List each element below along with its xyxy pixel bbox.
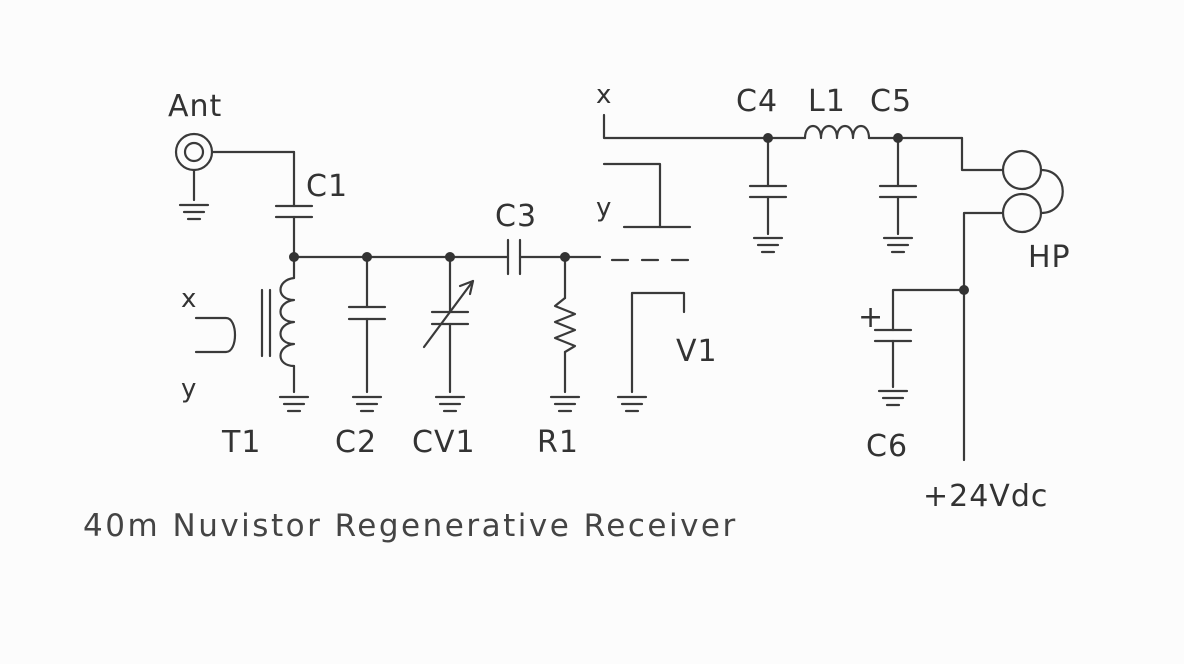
label-r1: R1 [537, 425, 579, 460]
label-l1: L1 [808, 84, 846, 119]
label-t1: T1 [222, 425, 262, 460]
variable-capacitor-cv1 [422, 255, 475, 413]
junctions [289, 133, 969, 295]
label-x-left: x [181, 284, 198, 314]
label-c5: C5 [870, 84, 913, 119]
tube-v1 [602, 162, 692, 413]
label-y-right: y [596, 193, 613, 223]
capacitor-c3 [506, 238, 602, 276]
label-c3: C3 [495, 199, 538, 234]
label-y-left: y [181, 374, 198, 404]
capacitor-c1 [274, 150, 314, 259]
label-supply-voltage: +24Vdc [923, 479, 1049, 514]
transformer-t1 [194, 255, 310, 413]
capacitor-c2 [347, 255, 387, 413]
label-v1: V1 [676, 334, 718, 369]
label-c1: C1 [306, 169, 349, 204]
capacitor-c6 [873, 288, 966, 407]
label-hp: HP [1028, 240, 1071, 275]
label-cv1: CV1 [412, 425, 476, 460]
label-x-right: x [596, 80, 613, 110]
label-c2: C2 [335, 425, 378, 460]
resistor-r1 [549, 255, 581, 413]
antenna-connector [174, 132, 296, 221]
output-filter [602, 113, 964, 254]
label-ant: Ant [168, 89, 223, 124]
headphones-hp [960, 136, 1064, 462]
label-plus: + [858, 300, 885, 335]
label-c4: C4 [736, 84, 779, 119]
diagram-title: 40m Nuvistor Regenerative Receiver [83, 508, 738, 544]
label-c6: C6 [866, 429, 909, 464]
